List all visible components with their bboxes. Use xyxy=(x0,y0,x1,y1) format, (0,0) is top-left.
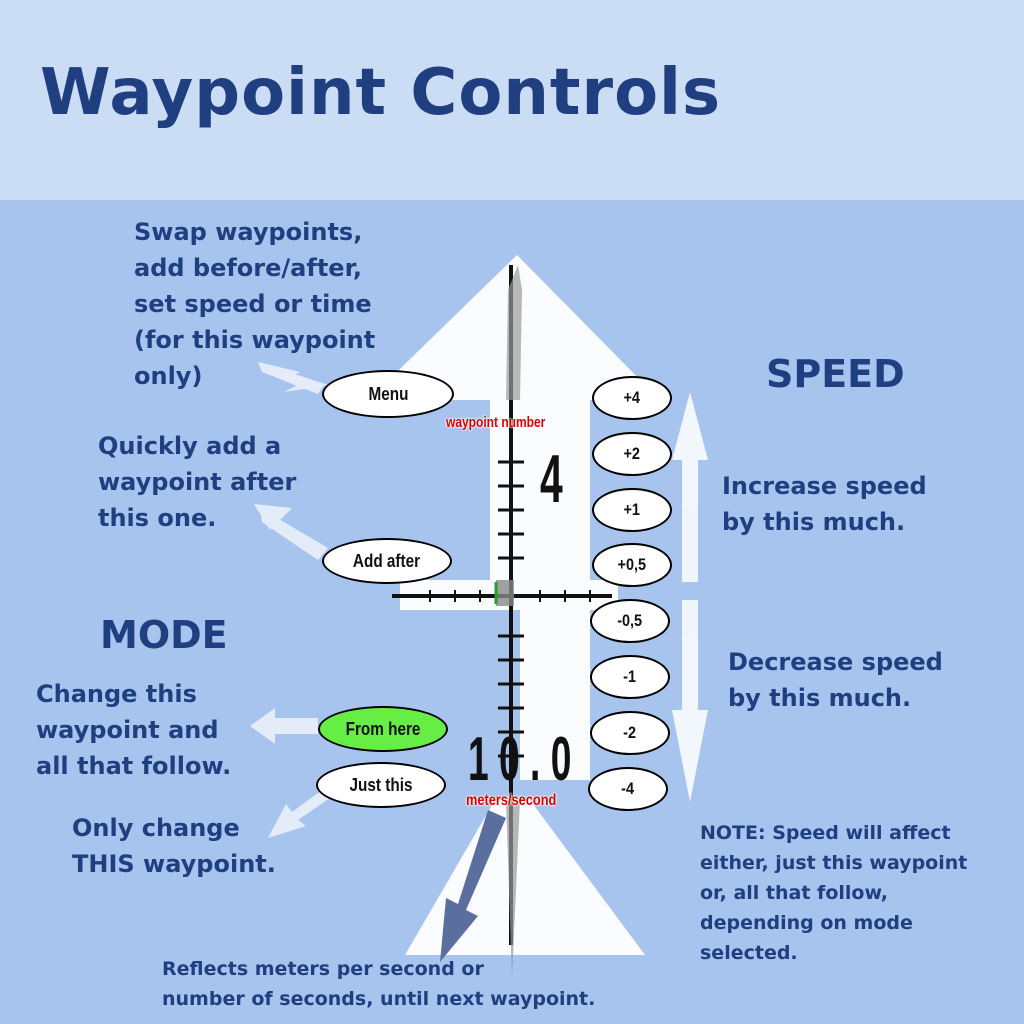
waypoint-number-label: waypoint number xyxy=(446,414,546,431)
speed-minus-2-button[interactable]: -2 xyxy=(590,711,670,755)
title-band xyxy=(0,0,1024,200)
speed-heading: SPEED xyxy=(766,352,905,396)
needle-lower-shape xyxy=(506,800,520,980)
increase-arrow-icon xyxy=(672,392,708,582)
center-marker xyxy=(496,580,514,606)
bottom-note: Reflects meters per second or number of … xyxy=(162,958,596,1010)
page-title: Waypoint Controls xyxy=(40,56,722,130)
decrease-note: Decrease speed by this much. xyxy=(728,648,943,712)
mode-heading: MODE xyxy=(100,613,228,657)
needle-shape xyxy=(506,265,522,400)
speed-arrows xyxy=(672,392,708,802)
from-here-note: Change this waypoint and all that follow… xyxy=(36,680,232,780)
down-arrow-icon xyxy=(440,810,506,962)
add-after-note: Quickly add a waypoint after this one. xyxy=(98,432,297,532)
speed-minus-0-5-button[interactable]: -0,5 xyxy=(590,599,670,643)
vertical-ticks xyxy=(498,460,524,758)
lower-fin-shape xyxy=(405,800,645,955)
speed-plus-0-5-button[interactable]: +0,5 xyxy=(592,543,672,587)
add-after-button[interactable]: Add after xyxy=(322,538,452,584)
speed-mode-note: NOTE: Speed will affect either, just thi… xyxy=(700,822,968,964)
increase-note: Increase speed by this much. xyxy=(722,472,927,536)
pointer-arrows xyxy=(250,362,330,838)
just-this-button[interactable]: Just this xyxy=(316,762,446,808)
waypoint-number: 4 xyxy=(540,441,563,517)
speed-minus-4-button[interactable]: -4 xyxy=(588,767,668,811)
just-this-note: Only change THIS waypoint. xyxy=(72,814,276,878)
unit-label: meters/second xyxy=(466,792,557,809)
speed-plus-2-button[interactable]: +2 xyxy=(592,432,672,476)
decrease-arrow-icon xyxy=(672,600,708,802)
speed-minus-1-button[interactable]: -1 xyxy=(590,655,670,699)
horizontal-ticks xyxy=(429,590,591,602)
menu-note: Swap waypoints, add before/after, set sp… xyxy=(134,218,376,390)
menu-button[interactable]: Menu xyxy=(322,370,454,418)
from-here-button[interactable]: From here xyxy=(318,706,448,752)
speed-plus-1-button[interactable]: +1 xyxy=(592,488,672,532)
speed-plus-4-button[interactable]: +4 xyxy=(592,376,672,420)
speed-value: 1 0 . 0 xyxy=(468,725,572,794)
